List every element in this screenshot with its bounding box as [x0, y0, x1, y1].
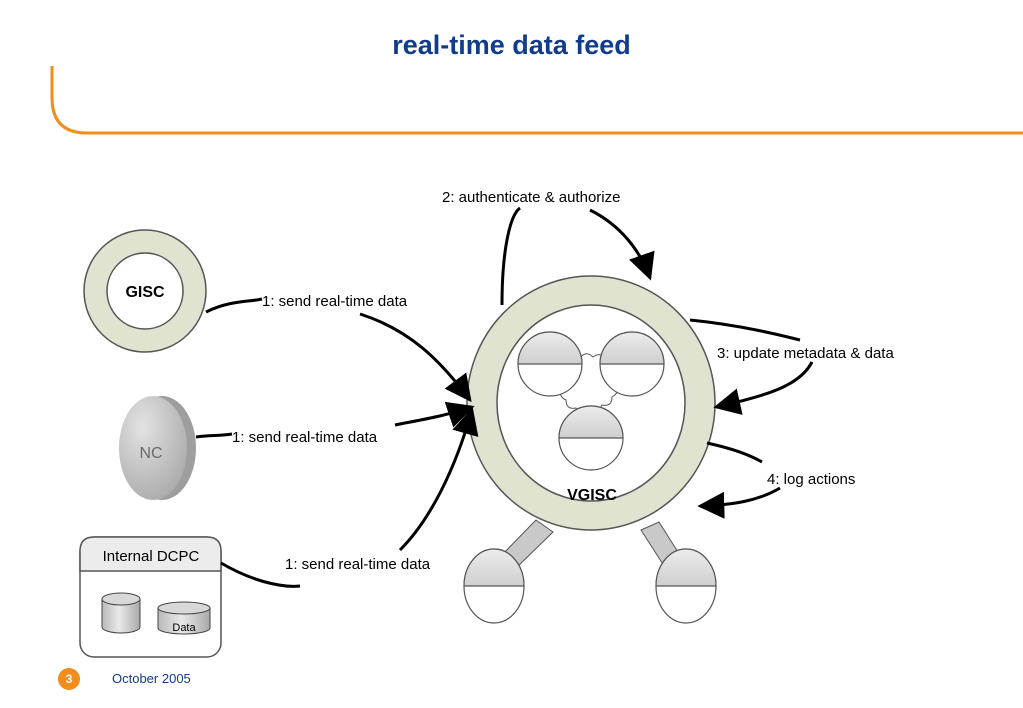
edge-authenticate-arrow: [589, 208, 655, 281]
gisc-label: GISC: [125, 284, 165, 301]
edge-update: [689, 318, 801, 342]
edge-nc-arrow: [394, 401, 475, 428]
edge-gisc-label: 1: send real-time data: [262, 293, 408, 310]
edge-authenticate: [500, 206, 522, 306]
edge-dcpc-arrow: [398, 407, 479, 552]
lower-node-left: [463, 548, 525, 624]
edge-log-label: 4: log actions: [767, 471, 855, 488]
inner-node: [558, 405, 624, 471]
edge-update-label: 3: update metadata & data: [717, 345, 894, 362]
inner-node: [599, 331, 665, 397]
gisc-node: GISC: [83, 229, 207, 353]
internal-dcpc-node: Internal DCPC Data: [79, 536, 222, 658]
lower-node-right: [655, 548, 717, 624]
data-store-label: Data: [172, 622, 196, 634]
vgisc-node: VGISC: [463, 275, 717, 624]
data-store-icon: Data: [157, 601, 211, 635]
edge-authenticate-label: 2: authenticate & authorize: [442, 189, 620, 206]
footer-date: October 2005: [112, 671, 191, 686]
edge-log-arrow: [697, 486, 781, 519]
nc-label: NC: [139, 445, 162, 462]
edge-log: [706, 441, 763, 464]
inner-node: [517, 331, 583, 397]
slide-title: real-time data feed: [392, 30, 631, 60]
database-icon: [101, 592, 141, 634]
edge-nc-send: [195, 432, 233, 439]
edge-dcpc-send: [220, 561, 301, 588]
edge-gisc-arrow: [359, 312, 472, 403]
edge-update-arrow: [713, 361, 814, 415]
page-number-badge: 3: [58, 668, 80, 690]
edge-gisc-send: [205, 297, 263, 314]
nc-node: NC: [119, 396, 196, 500]
vgisc-label: VGISC: [567, 487, 617, 504]
internal-dcpc-label: Internal DCPC: [103, 548, 200, 565]
edge-dcpc-label: 1: send real-time data: [285, 556, 431, 573]
edge-nc-label: 1: send real-time data: [232, 429, 378, 446]
header-divider: [50, 66, 1023, 135]
